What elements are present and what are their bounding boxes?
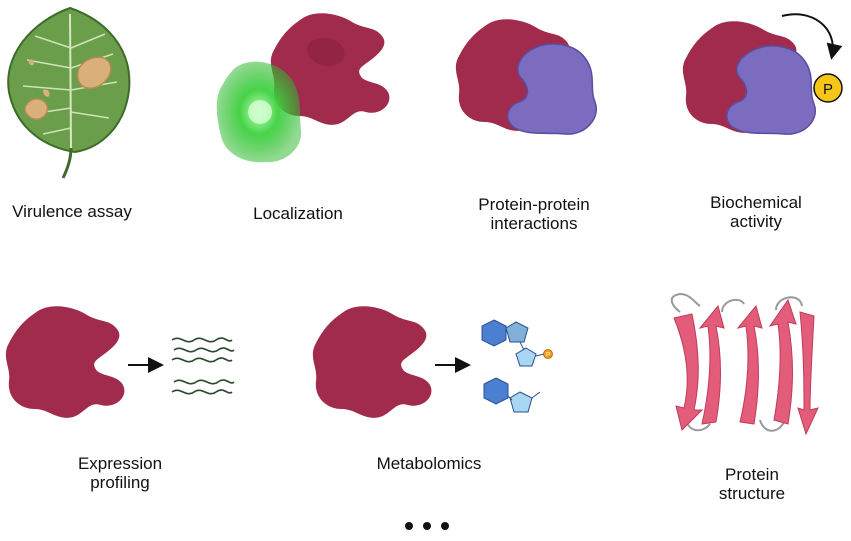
phosphorylation-icon: P	[682, 13, 843, 135]
arrow-icon-2	[435, 357, 471, 373]
protein-complex-icon	[455, 19, 598, 135]
beta-sheet-icon	[670, 292, 819, 436]
gfp-fusion-icon	[216, 61, 302, 163]
biochemical-activity-label: Biochemical activity	[710, 193, 802, 231]
metabolite-rings-icon: P	[481, 319, 553, 413]
transcript-waves-icon	[171, 337, 235, 395]
effector-protein-shape	[270, 13, 390, 125]
expression-profiling-label: Expression profiling	[77, 454, 163, 492]
ellipsis-dot	[405, 522, 413, 530]
metabolomics-label: Metabolomics	[376, 454, 482, 473]
effector-protein-shape-3	[312, 306, 432, 418]
more-ellipsis	[405, 522, 449, 532]
ellipsis-dot	[441, 522, 449, 530]
leaf-lesion-icon	[7, 6, 131, 179]
ellipsis-dot	[423, 522, 431, 530]
virulence-assay-label: Virulence assay	[12, 202, 132, 221]
ppi-label: Protein-protein interactions	[478, 195, 590, 233]
mini-phosphate-label: P	[546, 353, 550, 359]
phosphate-label: P	[823, 81, 833, 98]
arrow-icon	[128, 357, 164, 373]
localization-label: Localization	[253, 204, 343, 223]
protein-structure-label: Protein structure	[718, 465, 786, 503]
effector-protein-shape-2	[5, 306, 125, 418]
